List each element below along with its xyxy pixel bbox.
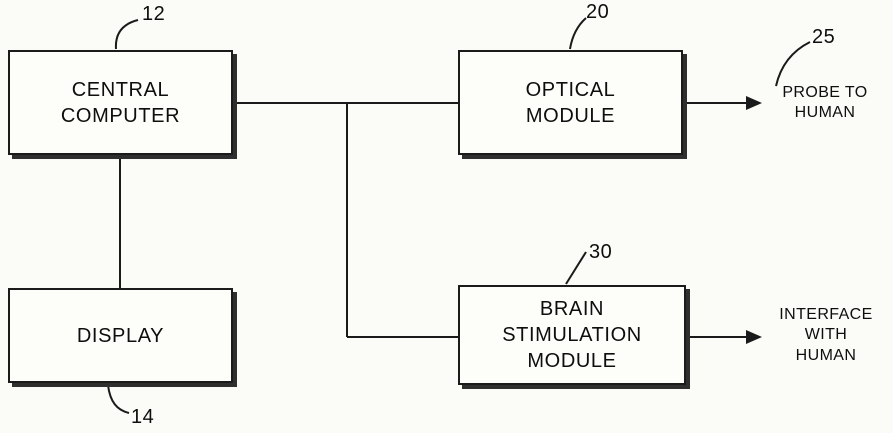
leader-line-ref-20 xyxy=(569,17,587,50)
arrowhead-probe xyxy=(746,96,762,110)
node-optical-module: OPTICAL MODULE xyxy=(458,50,683,155)
display-label: DISPLAY xyxy=(76,324,165,347)
probe-to-human-label: PROBE TO HUMAN xyxy=(782,84,868,122)
ref-numeral-30: 30 xyxy=(589,241,613,263)
optical-module-label: OPTICAL MODULE xyxy=(525,78,616,127)
ref-numeral-20: 20 xyxy=(586,1,610,23)
ref-numeral-12: 12 xyxy=(142,3,166,25)
ref-numeral-14: 14 xyxy=(131,406,155,428)
node-central-computer: CENTRAL COMPUTER xyxy=(8,50,233,155)
central-computer-label: CENTRAL COMPUTER xyxy=(60,78,181,127)
arrowhead-interface xyxy=(746,330,762,344)
leader-line-ref-12 xyxy=(114,19,139,50)
leader-line-ref-30 xyxy=(565,251,587,285)
node-brain-stimulation-module: BRAIN STIMULATION MODULE xyxy=(458,285,686,385)
ref-numeral-25: 25 xyxy=(812,26,836,48)
brain-stimulation-module-label: BRAIN STIMULATION MODULE xyxy=(502,298,642,372)
interface-with-human-label: INTERFACE WITH HUMAN xyxy=(779,306,873,364)
leader-line-ref-14 xyxy=(107,384,130,414)
leader-line-ref-25 xyxy=(775,41,811,87)
node-display: DISPLAY xyxy=(8,288,233,383)
